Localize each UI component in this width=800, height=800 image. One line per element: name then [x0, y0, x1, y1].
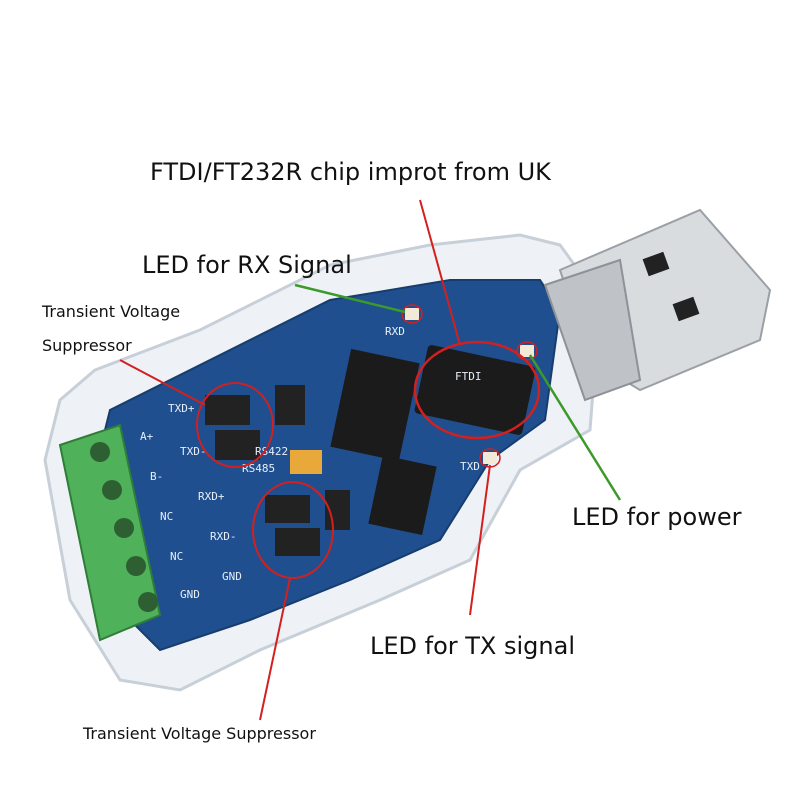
pin-label: GND	[222, 570, 242, 583]
leader-line-power	[528, 354, 622, 501]
chip-brand-label: FTDI	[455, 370, 482, 383]
rs422-silkscreen: RS422	[255, 445, 288, 458]
tx-led	[483, 452, 497, 464]
pin-label: TXD+	[168, 402, 195, 415]
callout-circle-rx	[401, 304, 423, 324]
tvs-diode	[205, 395, 250, 425]
pin-labels-a: A+ B- NC NC GND	[140, 430, 200, 601]
tvs-top-label-line1: Transient Voltage	[42, 302, 181, 321]
usb-connector	[543, 208, 772, 402]
tvs-top-label-line2: Suppressor	[42, 336, 132, 355]
ftdi-chip-label: FTDI/FT232R chip improt from UK	[150, 158, 551, 186]
rx-led	[405, 308, 419, 320]
txd-silkscreen: TXD	[460, 460, 480, 473]
tvs-diode	[215, 430, 260, 460]
pin-label: NC	[160, 510, 173, 523]
power-led	[520, 345, 534, 357]
rs485-silkscreen: RS485	[242, 462, 275, 475]
smd-component	[275, 385, 305, 425]
pin-labels-b: TXD+ TXD- RXD+ RXD- GND	[168, 402, 242, 583]
tvs-diode	[275, 528, 320, 556]
pin-label: TXD-	[180, 445, 207, 458]
terminal-block	[58, 423, 162, 642]
leader-line-tvs-bottom	[259, 577, 291, 721]
pin-label: RXD+	[198, 490, 225, 503]
callout-circle-power	[516, 341, 538, 361]
leader-line-rx	[294, 283, 406, 314]
callout-circle-ftdi	[413, 340, 541, 440]
pin-label: RXD-	[210, 530, 237, 543]
pin-label: GND	[180, 588, 200, 601]
power-led-label: LED for power	[572, 503, 742, 531]
transceiver-chip	[368, 455, 437, 536]
pin-label: B-	[150, 470, 163, 483]
rxd-silkscreen: RXD	[385, 325, 405, 338]
tantalum-capacitor	[290, 450, 322, 474]
leader-line-tx	[469, 464, 491, 616]
rx-led-label: LED for RX Signal	[142, 251, 352, 279]
callout-circle-tvs-bottom	[252, 481, 334, 579]
leader-line-tvs-top	[119, 359, 206, 406]
tvs-diode	[265, 495, 310, 523]
ftdi-chip: FTDI	[414, 345, 536, 435]
tvs-bottom-label: Transient Voltage Suppressor	[83, 724, 316, 743]
transceiver-chip	[330, 348, 420, 462]
tx-led-label: LED for TX signal	[370, 632, 575, 660]
pin-label: A+	[140, 430, 154, 443]
callout-circle-tvs-top	[196, 382, 274, 468]
leader-line-ftdi	[419, 199, 461, 346]
pin-label: NC	[170, 550, 183, 563]
